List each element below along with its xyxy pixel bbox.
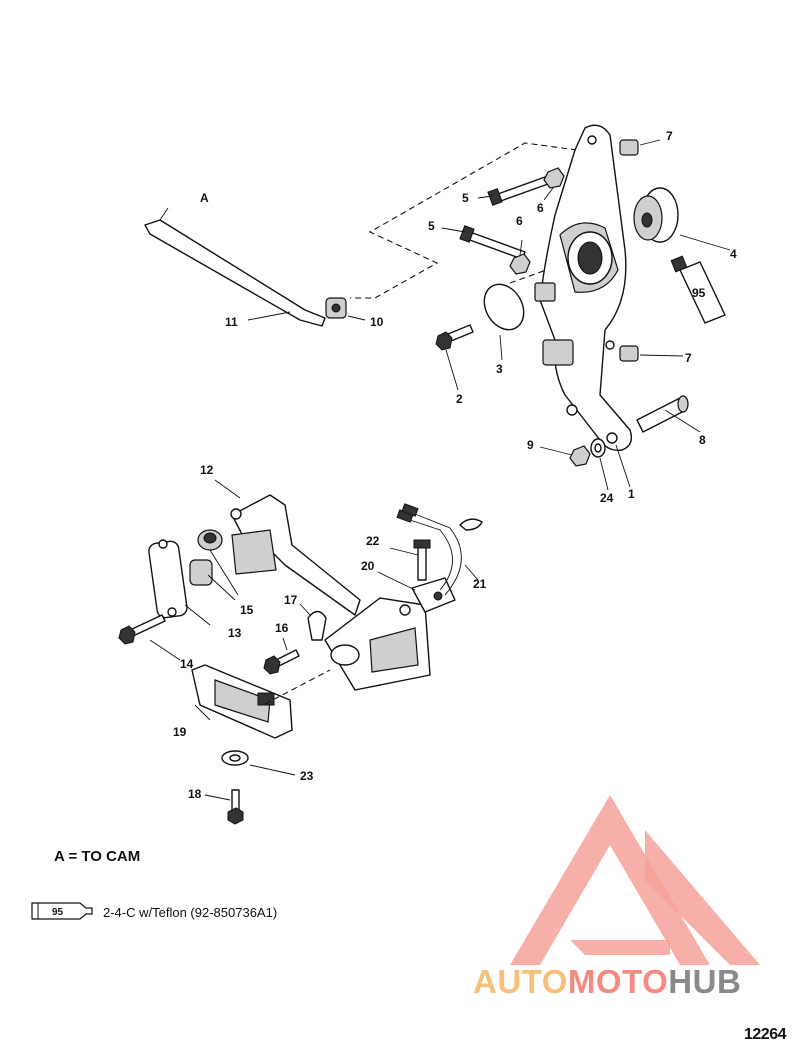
callout-6-upper: 6 <box>537 201 544 215</box>
callout-19: 19 <box>173 725 187 739</box>
part-23-washer <box>221 750 249 766</box>
brand-moto: MOTO <box>567 963 669 1000</box>
part-18-screw <box>227 789 244 825</box>
part-20-switch <box>411 577 456 613</box>
part-16-screw <box>263 649 300 675</box>
callout-11: 11 <box>225 315 238 329</box>
callouts: 7 5 6 5 6 4 3 2 7 8 9 24 1 11 10 12 13 1… <box>173 129 737 801</box>
callout-22: 22 <box>366 534 380 548</box>
callout-5-upper: 5 <box>462 191 469 205</box>
callout-9: 9 <box>527 438 534 452</box>
callout-16: 16 <box>275 621 289 635</box>
callout-1: 1 <box>628 487 635 501</box>
part-10-connector <box>325 297 347 319</box>
sealant-tube-95: 95 <box>670 255 726 324</box>
callout-3: 3 <box>496 362 503 376</box>
callout-13: 13 <box>228 626 242 640</box>
callout-12: 12 <box>200 463 214 477</box>
callout-7-upper: 7 <box>666 129 673 143</box>
part-17-clip <box>307 610 327 641</box>
part-19-actuator <box>191 664 293 739</box>
callout-14: 14 <box>180 657 194 671</box>
callout-21: 21 <box>473 577 487 591</box>
dashed-lower-connector <box>264 669 331 705</box>
part-11-link-rod <box>144 207 326 327</box>
part-13-plate <box>148 539 188 619</box>
part-2-screw <box>435 324 474 351</box>
part-14-screw <box>118 614 166 645</box>
automotohub-logo <box>510 795 760 965</box>
sealant-note: 2-4-C w/Teflon (92-850736A1) <box>103 905 278 920</box>
legend-tube-code: 95 <box>52 907 64 918</box>
part-8-stud <box>636 395 689 433</box>
part-7-bushing-lower <box>619 345 639 362</box>
mounting-bracket <box>324 597 431 691</box>
callout-17: 17 <box>284 593 298 607</box>
callout-23: 23 <box>300 769 314 783</box>
brand-hub: HUB <box>668 963 742 1000</box>
part-7-bushing-upper <box>619 139 639 156</box>
callout-15: 15 <box>240 603 254 617</box>
brand-wordmark: AUTOMOTOHUB <box>473 963 741 1001</box>
part-15-bushing-b <box>189 559 213 586</box>
part-6-nut-lower <box>509 253 531 275</box>
part-24-washer <box>590 438 606 458</box>
tube-code-label: 95 <box>692 286 706 300</box>
callout-6-lower: 6 <box>516 214 523 228</box>
callout-4: 4 <box>730 247 737 261</box>
callout-20: 20 <box>361 559 375 573</box>
callout-A: A <box>200 191 209 205</box>
callout-18: 18 <box>188 787 202 801</box>
part-21-wires-clamp <box>396 503 483 596</box>
diagram-number: 12264 <box>744 1026 787 1043</box>
sealant-tube-legend-icon: 95 <box>31 902 93 920</box>
part-5-screw-lower <box>459 225 526 260</box>
part-3-washer <box>483 283 525 331</box>
part-4-roller <box>633 187 679 243</box>
note-to-cam: A = TO CAM <box>54 848 141 865</box>
callout-24: 24 <box>600 491 614 505</box>
callout-8: 8 <box>699 433 706 447</box>
part-9-nut <box>569 445 591 467</box>
leader-lines <box>149 139 731 801</box>
callout-5-lower: 5 <box>428 219 435 233</box>
part-15-bushing-a <box>197 529 223 551</box>
brand-auto: AUTO <box>473 963 568 1000</box>
callout-7-lower: 7 <box>685 351 692 365</box>
part-12-bracket-arm <box>230 494 361 616</box>
part-22-screw <box>413 539 431 581</box>
part-6-nut-upper <box>543 167 565 189</box>
callout-10: 10 <box>370 315 384 329</box>
part-1-throttle-arm <box>534 124 633 451</box>
callout-2: 2 <box>456 392 463 406</box>
